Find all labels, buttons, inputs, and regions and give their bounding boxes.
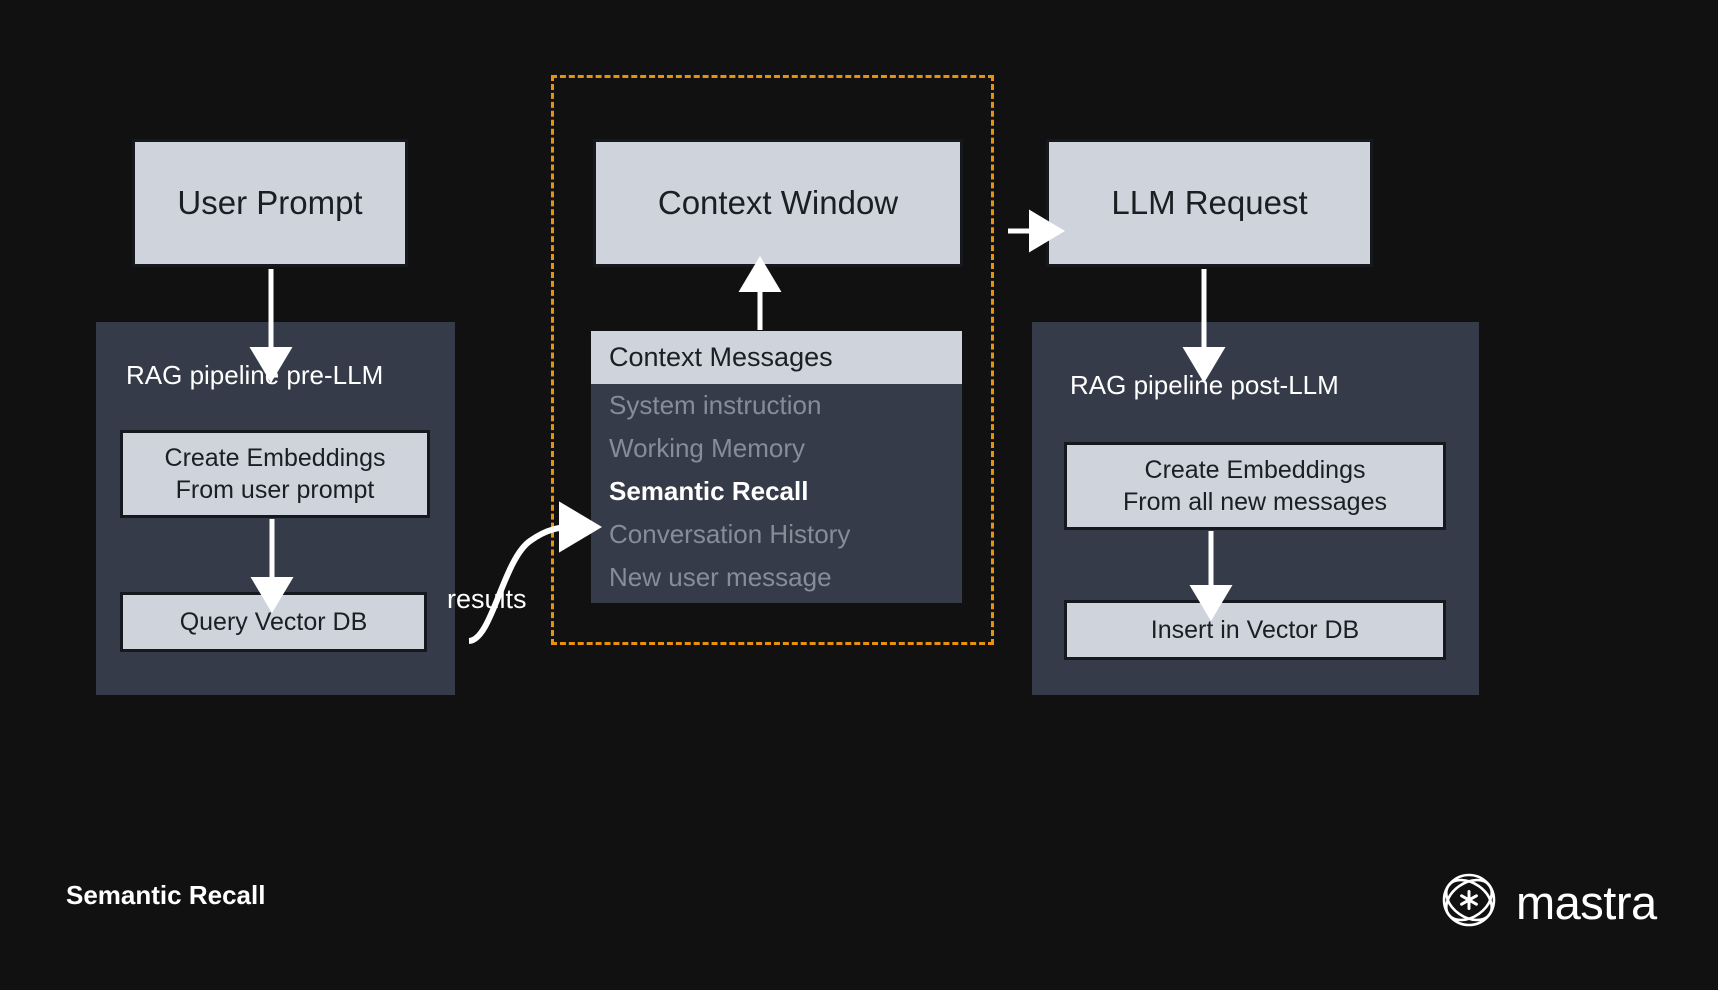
- step-line-2: From user prompt: [175, 476, 375, 504]
- context-messages-header: Context Messages: [591, 331, 962, 384]
- mastra-orb-icon: [1438, 869, 1500, 936]
- step-line-1: Query Vector DB: [179, 607, 368, 636]
- context-message-working-memory[interactable]: Working Memory: [609, 432, 806, 463]
- step-create-embeddings-from-user-prompt[interactable]: Create Embeddings From user prompt: [120, 430, 430, 518]
- step-query-vector-db[interactable]: Query Vector DB: [120, 592, 427, 652]
- step-create-embeddings-from-all-new-messages[interactable]: Create Embeddings From all new messages: [1064, 442, 1446, 530]
- edge-label-results: results: [447, 584, 527, 614]
- step-line-1: Create Embeddings: [1144, 455, 1366, 484]
- node-context-window-label: Context Window: [657, 183, 899, 221]
- context-message-system-instruction[interactable]: System instruction: [609, 390, 822, 420]
- diagram-caption: Semantic Recall: [66, 880, 266, 910]
- node-llm-request-label: LLM Request: [1111, 183, 1308, 221]
- brand-logo: mastra: [1438, 869, 1657, 936]
- panel-rag-pipeline-pre-llm-title: RAG pipeline pre-LLM: [126, 360, 384, 390]
- node-context-window[interactable]: Context Window: [593, 139, 963, 267]
- step-line-1: Create Embeddings: [164, 443, 386, 472]
- context-message-conversation-history[interactable]: Conversation History: [609, 518, 851, 549]
- context-messages-list: Context Messages System instruction Work…: [591, 331, 962, 603]
- panel-rag-pipeline-post-llm-title: RAG pipeline post-LLM: [1070, 370, 1339, 400]
- context-message-new-user-message[interactable]: New user message: [609, 561, 832, 592]
- context-window-group-boundary: [551, 75, 994, 645]
- step-insert-in-vector-db[interactable]: Insert in Vector DB: [1064, 600, 1446, 660]
- step-line-2: From all new messages: [1123, 488, 1387, 516]
- node-user-prompt-label: User Prompt: [177, 183, 363, 221]
- context-message-semantic-recall[interactable]: Semantic Recall: [609, 475, 809, 506]
- brand-wordmark: mastra: [1516, 876, 1657, 929]
- step-line-1: Insert in Vector DB: [1150, 615, 1360, 644]
- node-llm-request[interactable]: LLM Request: [1046, 139, 1373, 267]
- node-user-prompt[interactable]: User Prompt: [132, 139, 408, 267]
